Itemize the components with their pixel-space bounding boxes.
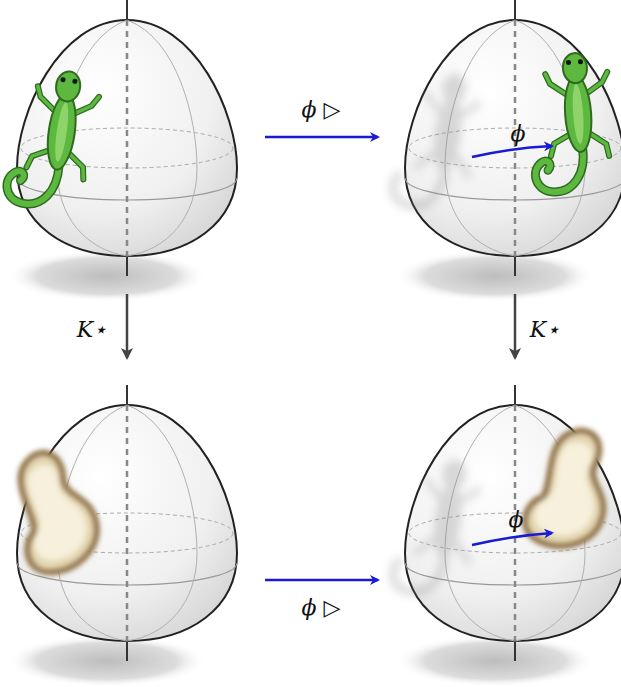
arrow-label: K⋆ [77,318,107,342]
arrow-label: K⋆ [530,318,560,342]
arrow-label: ϕ ▷ [302,98,341,122]
map-label: ϕ [511,122,526,146]
arrow-label: ϕ ▷ [302,596,341,620]
map-label: ϕ [509,508,524,532]
